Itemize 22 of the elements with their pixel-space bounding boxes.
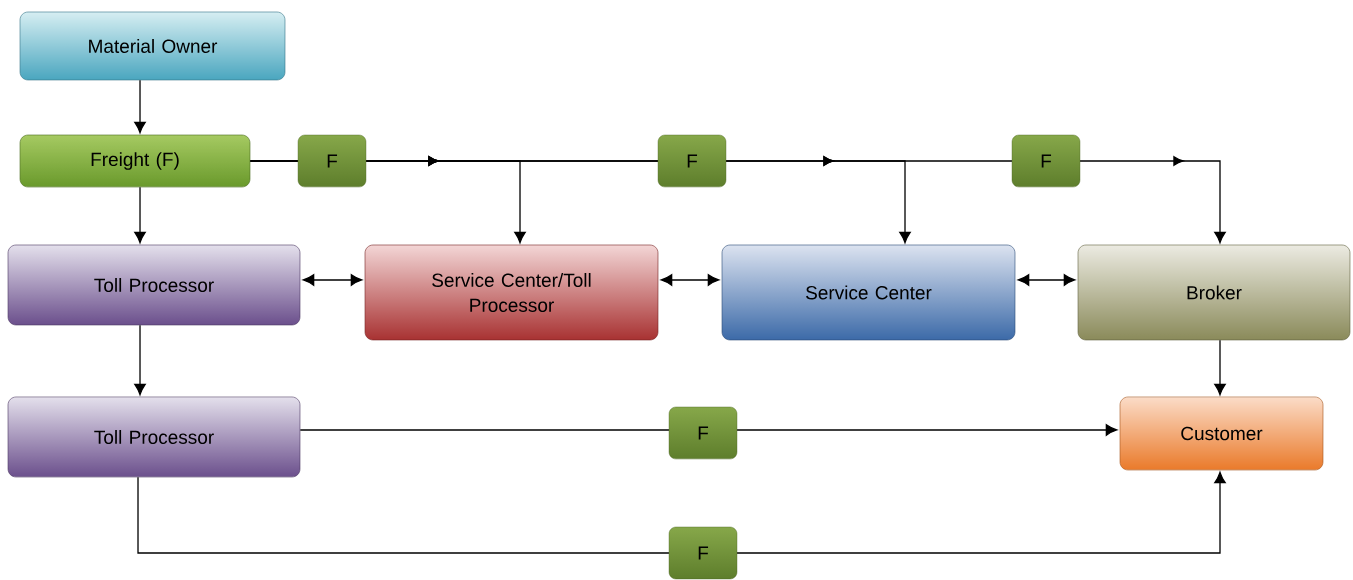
arrow — [299, 424, 1118, 436]
process-box: Material Owner — [19, 11, 286, 81]
arrow — [1017, 274, 1076, 286]
edge-label: F — [668, 526, 738, 580]
edge-label: F — [1011, 134, 1081, 188]
arrow — [1214, 339, 1226, 396]
process-box: Toll Processor — [7, 244, 301, 326]
process-box: Service Center — [721, 244, 1016, 341]
arrow — [134, 186, 146, 244]
arrow — [660, 274, 720, 286]
process-box: Broker — [1077, 244, 1351, 341]
process-box: Toll Processor — [7, 396, 301, 478]
arrow — [134, 324, 146, 396]
edge-label: F — [668, 406, 738, 460]
arrow — [134, 79, 146, 134]
edge-label: F — [297, 134, 367, 188]
arrow — [137, 471, 1226, 554]
process-box: Customer — [1119, 396, 1324, 471]
arrow — [302, 274, 363, 286]
process-box: Service Center/Toll Processor — [364, 244, 659, 341]
process-box: Freight (F) — [19, 134, 251, 188]
edge-label: F — [657, 134, 727, 188]
